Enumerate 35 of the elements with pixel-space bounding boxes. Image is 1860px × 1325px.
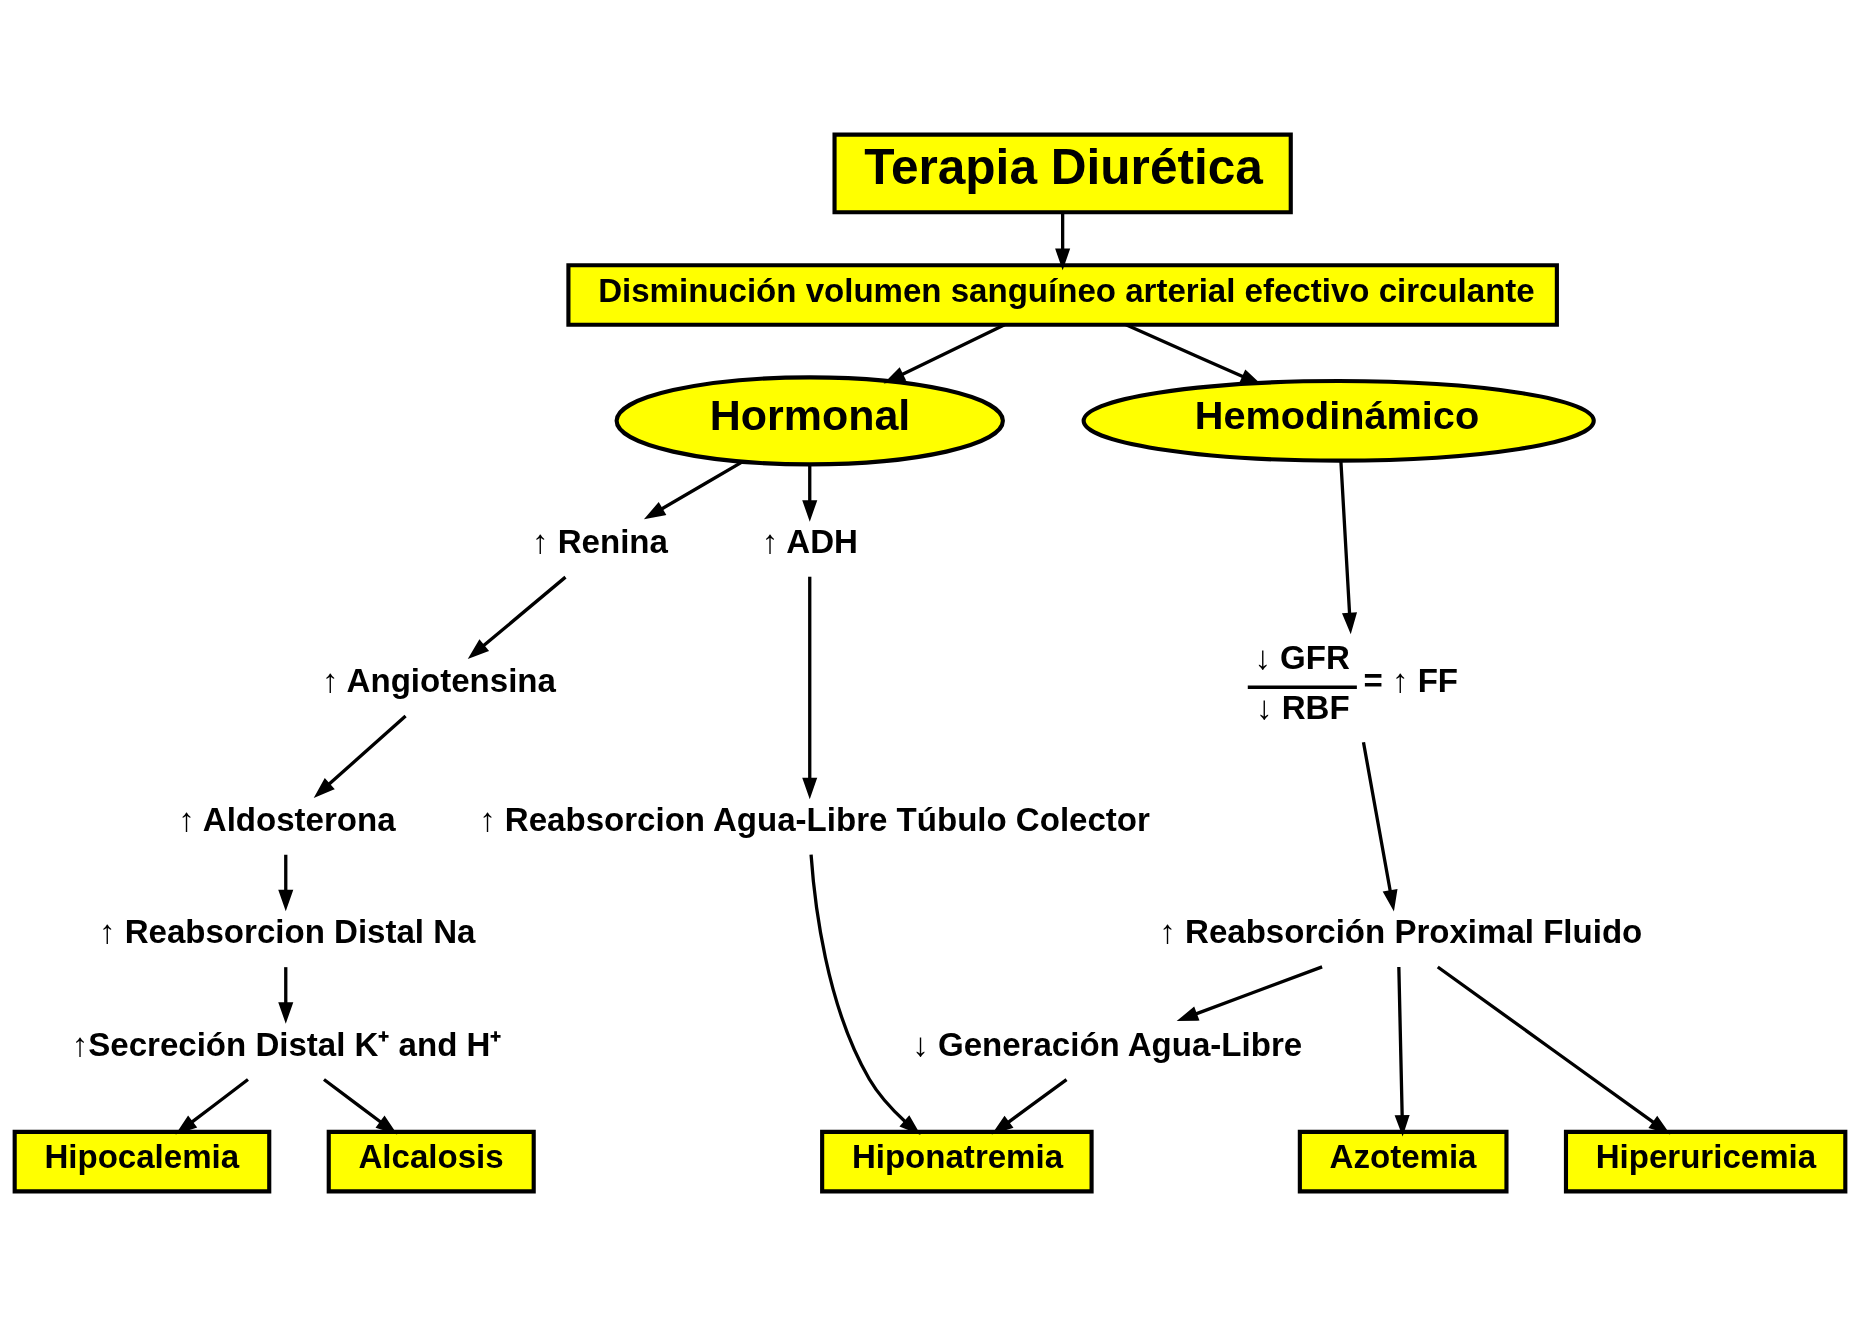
arrow — [323, 1077, 398, 1135]
node-text: ↑ Aldosterona — [178, 800, 396, 838]
node-text: ↓ Generación Agua-Libre — [912, 1025, 1303, 1063]
node-box: Disminución volumen sanguíneo arterial efectivo circulante — [566, 262, 1559, 327]
arrow — [313, 714, 407, 798]
node-box: Hiponatremia — [820, 1129, 1094, 1193]
arrow — [809, 854, 921, 1135]
node-box: Hipocalemia — [12, 1129, 272, 1193]
arrow — [991, 1077, 1068, 1134]
arrow — [802, 576, 818, 799]
arrow — [1436, 965, 1671, 1134]
node-ellipse: Hormonal — [614, 374, 1005, 466]
node-text: ↑ Reabsorción Proximal Fluido — [1159, 912, 1643, 950]
arrow — [802, 464, 818, 522]
node-box: Hiperuricemia — [1563, 1129, 1848, 1193]
arrow — [278, 854, 294, 911]
node-text: ↑ ADH — [761, 522, 858, 560]
arrow — [1176, 964, 1323, 1021]
node-text: ↑Secreción Distal K⁺ and H⁺ — [71, 1025, 502, 1063]
node-box: Azotemia — [1297, 1129, 1509, 1193]
node-ellipse: Hemodinámico — [1081, 378, 1596, 463]
node-box: Alcalosis — [326, 1129, 536, 1193]
arrow — [1339, 460, 1358, 634]
node-text: ↑ Angiotensina — [322, 661, 556, 699]
arrow — [1055, 212, 1071, 270]
node-text: ↑ Reabsorcion Agua-Libre Túbulo Colector — [479, 800, 1150, 838]
node-box: Terapia Diurética — [832, 132, 1293, 214]
arrow — [467, 575, 567, 659]
arrow — [1394, 966, 1410, 1137]
node-text: ↑ Renina — [532, 522, 668, 560]
arrow — [175, 1077, 249, 1135]
arrow — [278, 966, 294, 1024]
node-text: ↓ GFR = ↑ FF ↓ RBF — [1254, 638, 1459, 726]
node-text: ↑ Reabsorcion Distal Na — [98, 912, 476, 950]
arrow — [1361, 741, 1398, 911]
